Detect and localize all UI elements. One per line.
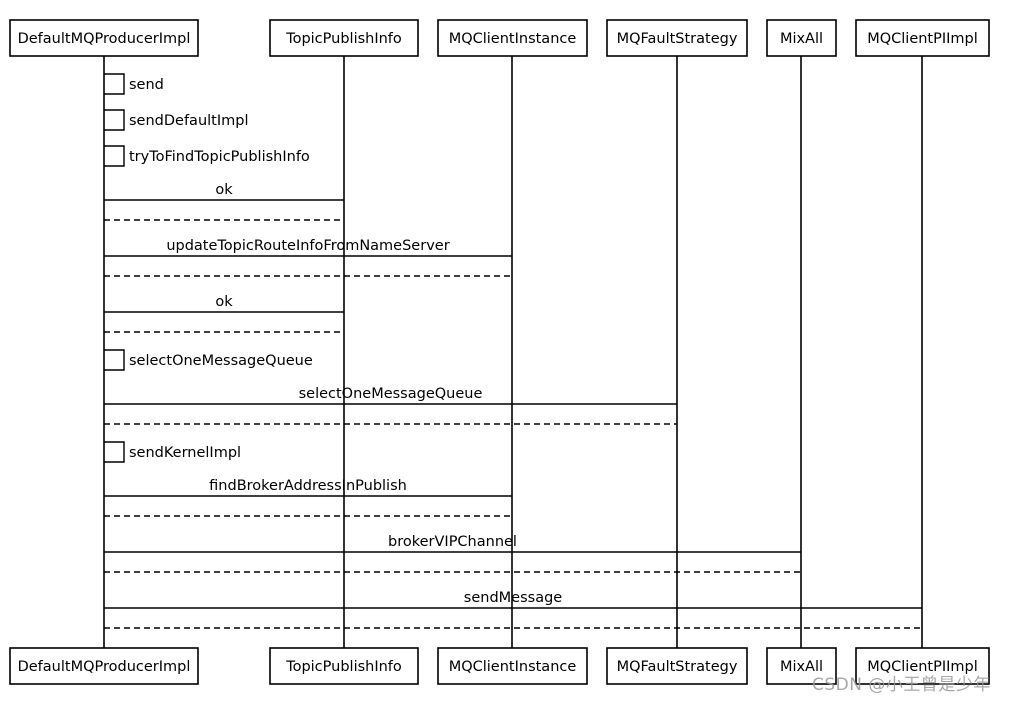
message-label-6: selectOneMessageQueue: [129, 353, 313, 369]
participant-box-topicinfo-top: [269, 19, 419, 57]
participant-box-mixall-top: [766, 19, 837, 57]
message-label-5: ok: [215, 294, 233, 310]
message-label-3: ok: [215, 182, 233, 198]
message-label-0: send: [129, 77, 164, 93]
self-call-2: [104, 145, 125, 167]
participant-label-clientinst-bottom: MQClientInstance: [449, 659, 577, 675]
participant-label-topicinfo-top: TopicPublishInfo: [285, 31, 402, 47]
message-label-1: sendDefaultImpl: [129, 113, 248, 129]
message-label-9: findBrokerAddressInPublish: [209, 478, 407, 494]
participant-label-topicinfo-bottom: TopicPublishInfo: [285, 659, 402, 675]
message-label-8: sendKernelImpl: [129, 445, 241, 461]
self-call-1: [104, 109, 125, 131]
participant-box-clientinst-top: [437, 19, 588, 57]
self-call-8: [104, 441, 125, 463]
participant-label-clientinst-top: MQClientInstance: [449, 31, 577, 47]
message-label-4: updateTopicRouteInfoFromNameServer: [166, 238, 449, 254]
message-label-2: tryToFindTopicPublishInfo: [129, 149, 310, 165]
participant-box-clientapi-bottom: [855, 647, 990, 685]
message-label-7: selectOneMessageQueue: [299, 386, 483, 402]
participant-label-mixall-bottom: MixAll: [780, 659, 823, 675]
participant-label-clientapi-bottom: MQClientPIImpl: [867, 659, 978, 675]
participant-box-fault-bottom: [606, 647, 748, 685]
participant-label-fault-bottom: MQFaultStrategy: [617, 659, 738, 675]
message-label-10: brokerVIPChannel: [388, 534, 517, 550]
participant-label-producer-top: DefaultMQProducerImpl: [18, 31, 191, 47]
participant-box-fault-top: [606, 19, 748, 57]
self-call-0: [104, 73, 125, 95]
participant-box-clientinst-bottom: [437, 647, 588, 685]
self-call-6: [104, 349, 125, 371]
participant-box-clientapi-top: [855, 19, 990, 57]
participant-box-topicinfo-bottom: [269, 647, 419, 685]
participant-box-mixall-bottom: [766, 647, 837, 685]
message-label-11: sendMessage: [464, 590, 562, 606]
participant-label-mixall-top: MixAll: [780, 31, 823, 47]
participant-box-producer-top: [9, 19, 199, 57]
csdn-watermark: CSDN @小王曾是少年: [812, 675, 991, 695]
participant-label-clientapi-top: MQClientPIImpl: [867, 31, 978, 47]
participant-box-producer-bottom: [9, 647, 199, 685]
participant-label-producer-bottom: DefaultMQProducerImpl: [18, 659, 191, 675]
participant-label-fault-top: MQFaultStrategy: [617, 31, 738, 47]
